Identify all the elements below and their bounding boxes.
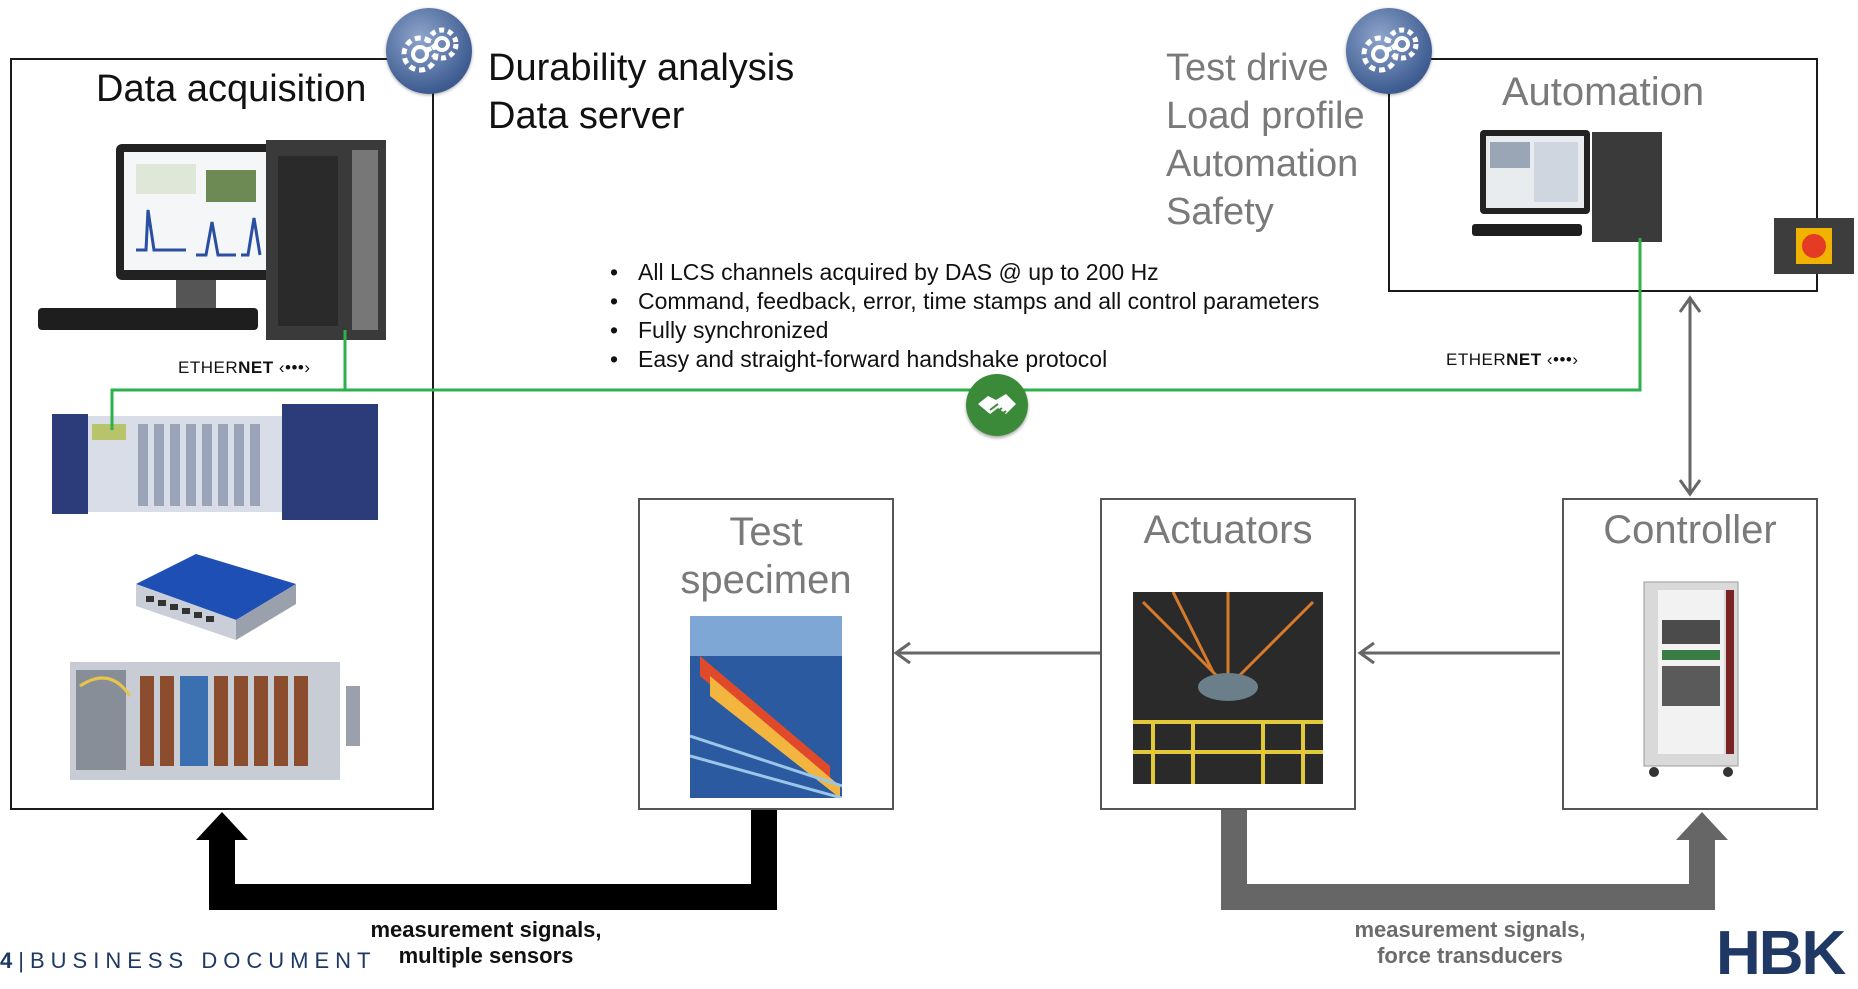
bullet-item: Fully synchronized [610, 316, 1319, 345]
gear-icon-automation [1346, 8, 1432, 94]
automation-feature-item: Automation [1166, 143, 1359, 185]
das-rack-amplifier-image [52, 404, 378, 520]
das-title: Data acquisition [96, 68, 367, 110]
bullet-item: Easy and straight-forward handshake prot… [610, 345, 1319, 374]
footer-document-label: BUSINESS DOCUMENT [29, 948, 377, 973]
das-compact-device-image [136, 554, 296, 640]
integration-bullets: All LCS channels acquired by DAS @ up to… [610, 258, 1319, 374]
test-specimen-image [690, 616, 842, 798]
das-features-list: Durability analysis Data server [488, 44, 794, 140]
automation-feature-item: Load profile [1166, 95, 1365, 137]
footer-page-number: 4 [0, 948, 13, 973]
caption-line: force transducers [1377, 943, 1563, 968]
das-computer-image [38, 140, 386, 340]
bullet-item: Command, feedback, error, time stamps an… [610, 287, 1319, 316]
caption-line: measurement signals, [1354, 917, 1586, 942]
automation-feature-item: Safety [1166, 191, 1274, 233]
actuators-controller-feedback-arrow [1221, 808, 1715, 910]
controller-title: Controller [1603, 508, 1777, 552]
specimen-das-feedback-arrow [209, 808, 777, 910]
automation-ethernet-label: ETHERNET ‹•••› [1446, 350, 1579, 369]
left-feedback-caption: measurement signals, multiple sensors [356, 917, 616, 969]
bullet-item: All LCS channels acquired by DAS @ up to… [610, 258, 1319, 287]
gear-icon-das [386, 8, 472, 94]
footer: 4|BUSINESS DOCUMENT [0, 948, 377, 973]
test-specimen-title: Test specimen [638, 508, 894, 604]
das-feature-item: Data server [488, 95, 685, 137]
right-feedback-caption: measurement signals, force transducers [1330, 917, 1610, 969]
actuators-image [1133, 592, 1323, 784]
automation-features-list: Test drive Load profile Automation Safet… [1166, 44, 1365, 236]
automation-title: Automation [1501, 70, 1705, 114]
das-ethernet-label: ETHERNET ‹•••› [178, 358, 311, 377]
caption-line: measurement signals, [370, 917, 602, 942]
handshake-icon [966, 374, 1028, 436]
actuators-title: Actuators [1143, 508, 1313, 552]
emergency-stop-button-image [1774, 218, 1854, 274]
caption-line: multiple sensors [398, 943, 574, 968]
automation-computer-image [1472, 130, 1662, 242]
automation-feature-item: Test drive [1166, 47, 1329, 89]
hbk-logo: HBK [1716, 919, 1846, 988]
controller-cabinet-image [1643, 581, 1739, 777]
test-specimen-title-line: Test [729, 510, 803, 554]
das-modular-amplifier-image [70, 662, 360, 780]
das-feature-item: Durability analysis [488, 47, 795, 89]
test-specimen-title-line: specimen [680, 558, 852, 602]
